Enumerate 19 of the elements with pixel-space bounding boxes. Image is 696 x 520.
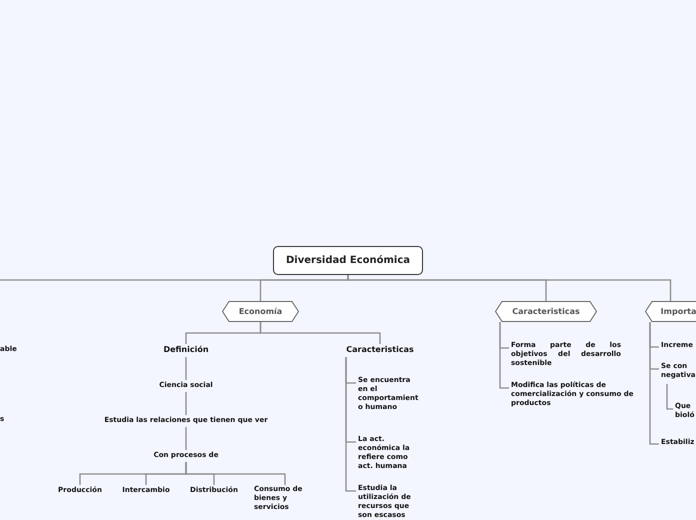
connector-line	[666, 384, 673, 410]
topic-text: Caracteristicas	[343, 344, 417, 356]
topic-text: Definición	[158, 344, 214, 356]
topic-text: Importa	[660, 306, 696, 318]
connector-line	[499, 322, 509, 389]
connector-line	[347, 275, 672, 301]
connector-line	[185, 427, 187, 450]
hexagon-topic	[495, 301, 597, 322]
hexagon-topic	[222, 301, 299, 322]
connector-line	[260, 322, 381, 344]
connector-line	[185, 392, 187, 415]
central-topic-box: Diversidad Económica	[273, 246, 423, 275]
hexagon-topic	[645, 301, 696, 322]
topic-text: Caracteristicas	[512, 306, 580, 318]
connector-line	[345, 357, 356, 492]
connector-line	[649, 322, 659, 445]
topic-text: Economía	[238, 306, 282, 318]
connector-line	[185, 462, 286, 485]
connector-line	[185, 357, 187, 380]
